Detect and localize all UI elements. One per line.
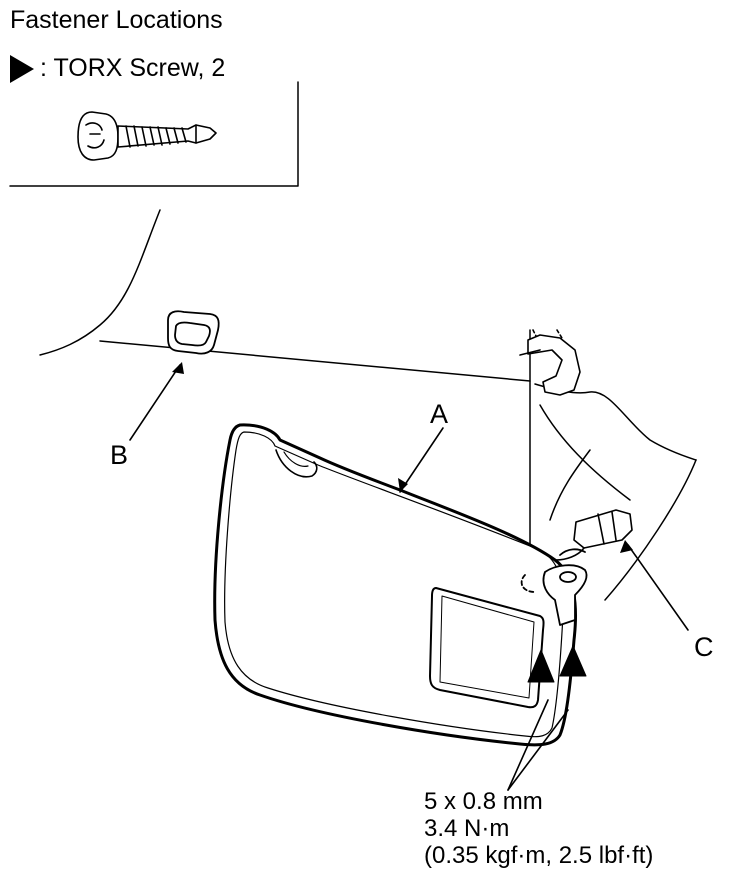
torx-screw-icon	[77, 111, 217, 161]
clip-b	[167, 310, 220, 355]
callout-c: C	[694, 632, 714, 662]
sun-visor-a	[213, 423, 577, 747]
leader-lines	[129, 364, 689, 791]
upper-bracket	[519, 329, 581, 396]
callout-b: B	[110, 440, 129, 470]
visor-pivot	[520, 548, 588, 626]
headliner-outline	[39, 209, 697, 701]
legend-text: : TORX Screw, 2	[40, 54, 226, 82]
torx-screw-markers	[527, 645, 587, 683]
torque-spec: 5 x 0.8 mm 3.4 N·m (0.35 kgf·m, 2.5 lbf·…	[424, 788, 653, 869]
screw-marker-1	[527, 649, 555, 683]
legend-box	[9, 81, 299, 187]
connector-c	[555, 509, 633, 561]
arrowheads	[172, 362, 633, 553]
filled-triangle-icon	[10, 55, 34, 83]
callout-a: A	[430, 399, 449, 429]
torque-nm: 3.4 N·m	[424, 815, 510, 842]
screw-size: 5 x 0.8 mm	[424, 788, 543, 815]
page-title: Fastener Locations	[10, 6, 223, 34]
screw-marker-2	[559, 645, 587, 677]
torque-alt: (0.35 kgf·m, 2.5 lbf·ft)	[424, 842, 654, 869]
